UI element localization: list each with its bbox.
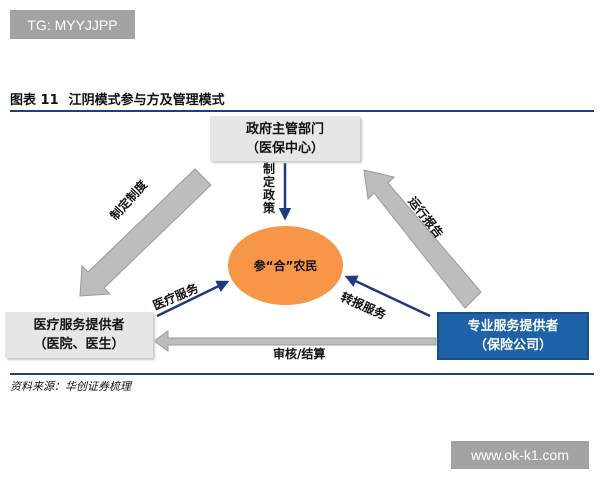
- arrow-insurance-to-center: [344, 275, 431, 318]
- node-center-label: 参“合”农民: [253, 259, 318, 273]
- node-medical-line2: （医院、医生）: [33, 337, 125, 352]
- figure-number: 图表 11: [10, 93, 59, 108]
- figure-title: 图表 11 江阴模式参与方及管理模式: [10, 89, 225, 108]
- label-insurance-to-medical: 审核/结算: [273, 347, 326, 361]
- arrow-gov-to-medical: [79, 168, 212, 297]
- watermark-top: TG: MYYJJPP: [10, 10, 135, 39]
- bottom-rule: [10, 373, 594, 375]
- top-rule: [10, 110, 594, 112]
- arrow-medical-to-center: [156, 280, 230, 318]
- watermark-bottom: www.ok-k1.com: [451, 441, 589, 469]
- node-insurance-line2: （保险公司）: [473, 338, 552, 353]
- node-center-farmers: 参“合”农民: [228, 226, 343, 305]
- node-insurance-provider: 专业服务提供者 （保险公司）: [437, 312, 589, 360]
- label-gov-to-center: 制定政策: [262, 162, 275, 215]
- node-medical-line1: 医疗服务提供者: [33, 318, 125, 333]
- source-note: 资料来源：华创证券梳理: [10, 380, 131, 393]
- node-government-line2: （医保中心）: [245, 140, 324, 156]
- node-government-line1: 政府主管部门: [245, 121, 324, 137]
- node-government: 政府主管部门 （医保中心）: [210, 116, 360, 161]
- arrow-insurance-to-gov: [363, 169, 482, 309]
- arrow-insurance-to-medical: [153, 330, 437, 352]
- figure-title-text: 江阴模式参与方及管理模式: [68, 93, 225, 108]
- node-insurance-line1: 专业服务提供者: [467, 319, 559, 334]
- node-medical-provider: 医疗服务提供者 （医院、医生）: [5, 312, 153, 358]
